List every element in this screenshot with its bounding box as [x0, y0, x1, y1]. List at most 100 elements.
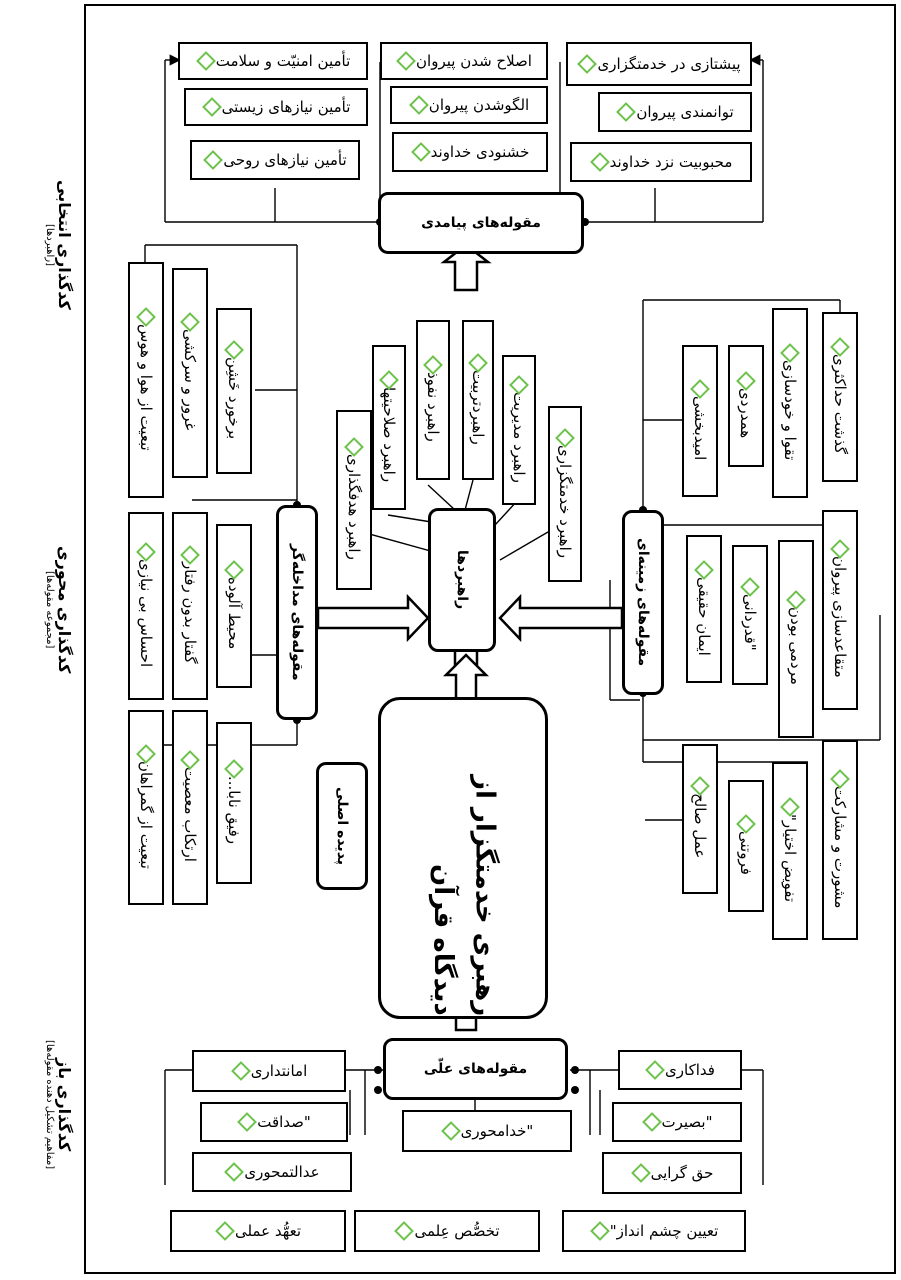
concept-polluted-environment: محیط آلوده — [216, 524, 252, 688]
concept-words-without-deeds: گفتار بدون رفتار — [172, 512, 208, 700]
concept-humility: فروتنی — [728, 780, 764, 912]
concept-label: امانتداری — [250, 1062, 308, 1080]
concept-label: عمل صالح — [691, 793, 709, 859]
concept-truth-seeking: حق گرایی — [602, 1152, 742, 1194]
concept-label: محبوبیت نزد خداوند — [609, 153, 733, 171]
concept-self-sacrifice: فداکاری — [618, 1050, 742, 1090]
concept-committing-sin: ارتکاب معصیت — [172, 710, 208, 905]
concept-arrogance: غرور و سرکشی — [172, 268, 208, 478]
concept-label: احساس بی نیازی — [137, 558, 155, 668]
concept-label: راهبرد صلاحیتها — [380, 386, 398, 483]
concept-label: تأمین امنیّت و سلامت — [215, 52, 351, 70]
strategies-category: راهبردها — [428, 508, 496, 652]
concept-label: رفیق نابا... — [225, 776, 243, 845]
concept-god-centeredness: "خدامحوری — [402, 1110, 572, 1152]
diamond-icon — [577, 54, 598, 74]
concept-label: محیط آلوده — [225, 576, 243, 650]
concept-label: حق گرایی — [650, 1164, 714, 1182]
strategy-influence: راهبرد نفوذ — [416, 320, 450, 480]
concept-label: توانمندی پیروان — [636, 103, 734, 121]
concept-label: برخورد خَشِن — [225, 356, 243, 440]
concept-security-health: تأمین امنیّت و سلامت — [178, 42, 368, 80]
diamond-icon — [440, 1121, 461, 1141]
contextual-category-label: مقوله‌های زمینه‌ای — [635, 538, 651, 667]
axial-coding-subtitle: [مجموعه مقوله‌ها] — [44, 571, 55, 649]
concept-label: "خدامحوری — [460, 1122, 534, 1140]
strategy-competencies: راهبرد صلاحیتها — [372, 345, 406, 510]
concept-label: تبعیت از گمراهان — [137, 760, 155, 869]
diamond-icon — [195, 51, 216, 71]
concept-being-popular: مردمی بودن — [778, 540, 814, 738]
concept-label: الگوشدن پیروان — [428, 96, 530, 114]
strategies-category-label: راهبردها — [454, 550, 470, 610]
concept-self-sufficiency: احساس بی نیازی — [128, 512, 164, 700]
concept-label: امیدبخشی — [691, 395, 709, 461]
diamond-icon — [630, 1163, 651, 1183]
concept-biological-needs: تأمین نیازهای زیستی — [184, 88, 368, 126]
concept-label: راهبرد مدیریت — [510, 391, 528, 483]
diagram-frame — [84, 4, 896, 1274]
concept-label: راهبرد خدمتگزاری — [556, 444, 574, 558]
concept-label: تبعیت از هوا و هوس — [137, 323, 155, 451]
concept-label: گفتار بدون رفتار — [181, 562, 199, 664]
diamond-icon — [224, 1162, 245, 1182]
concept-label: راهبرد هدفگذاری — [345, 454, 363, 560]
concept-pioneering-service: پیشتازی در خدمتگزاری — [566, 42, 752, 86]
concept-hopefulness: امیدبخشی — [682, 345, 718, 497]
concept-following-misguided: تبعیت از گمراهان — [128, 710, 164, 905]
concept-true-faith: ایمان حقیقی — [686, 535, 722, 683]
open-coding-subtitle: [مفاهیم تشکیل دهنده مقوله‌ها] — [44, 1040, 55, 1170]
concept-harsh-treatment: برخورد خَشِن — [216, 308, 252, 474]
diamond-icon — [230, 1061, 251, 1081]
diamond-icon — [410, 142, 431, 162]
contextual-category: مقوله‌های زمینه‌ای — [622, 510, 664, 695]
concept-label: فروتنی — [737, 831, 755, 875]
concept-consultation: مشورت و مشارکت — [822, 740, 858, 940]
selective-coding-subtitle: [راهبردها] — [44, 223, 55, 266]
strategy-goal-setting: راهبرد هدفگذاری — [336, 410, 372, 590]
concept-label: خشنودی خداوند — [430, 143, 530, 161]
concept-maximum-forgiveness: گذشت حداکثری — [822, 312, 858, 482]
concept-justice-orientation: عدالتمحوری — [192, 1152, 352, 1192]
concept-scientific-expertise: تخصُّص عِلمی — [354, 1210, 540, 1252]
concept-appreciation: "قدردانی — [732, 545, 768, 685]
concept-followers-reformed: اصلاح شدن پیروان — [380, 42, 548, 80]
concept-label: پیشتازی در خدمتگزاری — [597, 55, 741, 73]
diamond-icon — [396, 51, 416, 71]
concept-spiritual-needs: تأمین نیازهای روحی — [190, 140, 360, 180]
open-coding-label: کدگذاری باز [مفاهیم تشکیل دهنده مقوله‌ها… — [4, 1000, 74, 1210]
concept-righteous-deeds: عمل صالح — [682, 744, 718, 894]
concept-label: مشورت و مشارکت — [831, 785, 849, 909]
diamond-icon — [203, 150, 224, 170]
concept-practical-commitment: تعهُّد عملی — [170, 1210, 346, 1252]
diamond-icon — [641, 1112, 662, 1132]
diamond-icon — [408, 95, 429, 115]
diamond-icon — [201, 97, 222, 117]
diamond-icon — [589, 1221, 610, 1241]
concept-label: عدالتمحوری — [244, 1163, 320, 1181]
concept-followers-role-models: الگوشدن پیروان — [390, 86, 548, 124]
causal-category-label: مقوله‌های علّی — [423, 1061, 528, 1077]
selective-coding-title: کدگذاری انتخابی — [55, 180, 74, 310]
concept-beloved-by-god: محبوبیت نزد خداوند — [570, 142, 752, 182]
concept-label: تأمین نیازهای روحی — [223, 151, 347, 169]
strategy-management: راهبرد مدیریت — [502, 355, 536, 505]
concept-label: اصلاح شدن پیروان — [416, 52, 532, 70]
concept-bad-companion: رفیق نابا... — [216, 722, 252, 884]
diamond-icon — [645, 1060, 665, 1080]
diamond-icon — [616, 102, 637, 122]
concept-label: فداکاری — [665, 1061, 715, 1079]
concept-trustworthiness: امانتداری — [192, 1050, 346, 1092]
diamond-icon — [394, 1221, 415, 1241]
diamond-icon — [589, 152, 610, 172]
outcome-category: مقوله‌های پیامدی — [378, 192, 584, 254]
diamond-icon — [215, 1221, 235, 1241]
phenomenon-label: پدیده اصلی — [316, 762, 368, 890]
strategy-training: راهبردتربیت — [462, 320, 494, 480]
concept-label: غرور و سرکشی — [181, 329, 199, 431]
concept-honesty: "صداقت — [200, 1102, 348, 1142]
concept-delegation: تفویض اختیار" — [772, 762, 808, 940]
causal-category: مقوله‌های علّی — [383, 1038, 568, 1100]
diamond-icon — [237, 1112, 258, 1132]
central-phenomenon-title: رهبری خدمتگزار از دیدگاه قرآن — [428, 774, 500, 1016]
